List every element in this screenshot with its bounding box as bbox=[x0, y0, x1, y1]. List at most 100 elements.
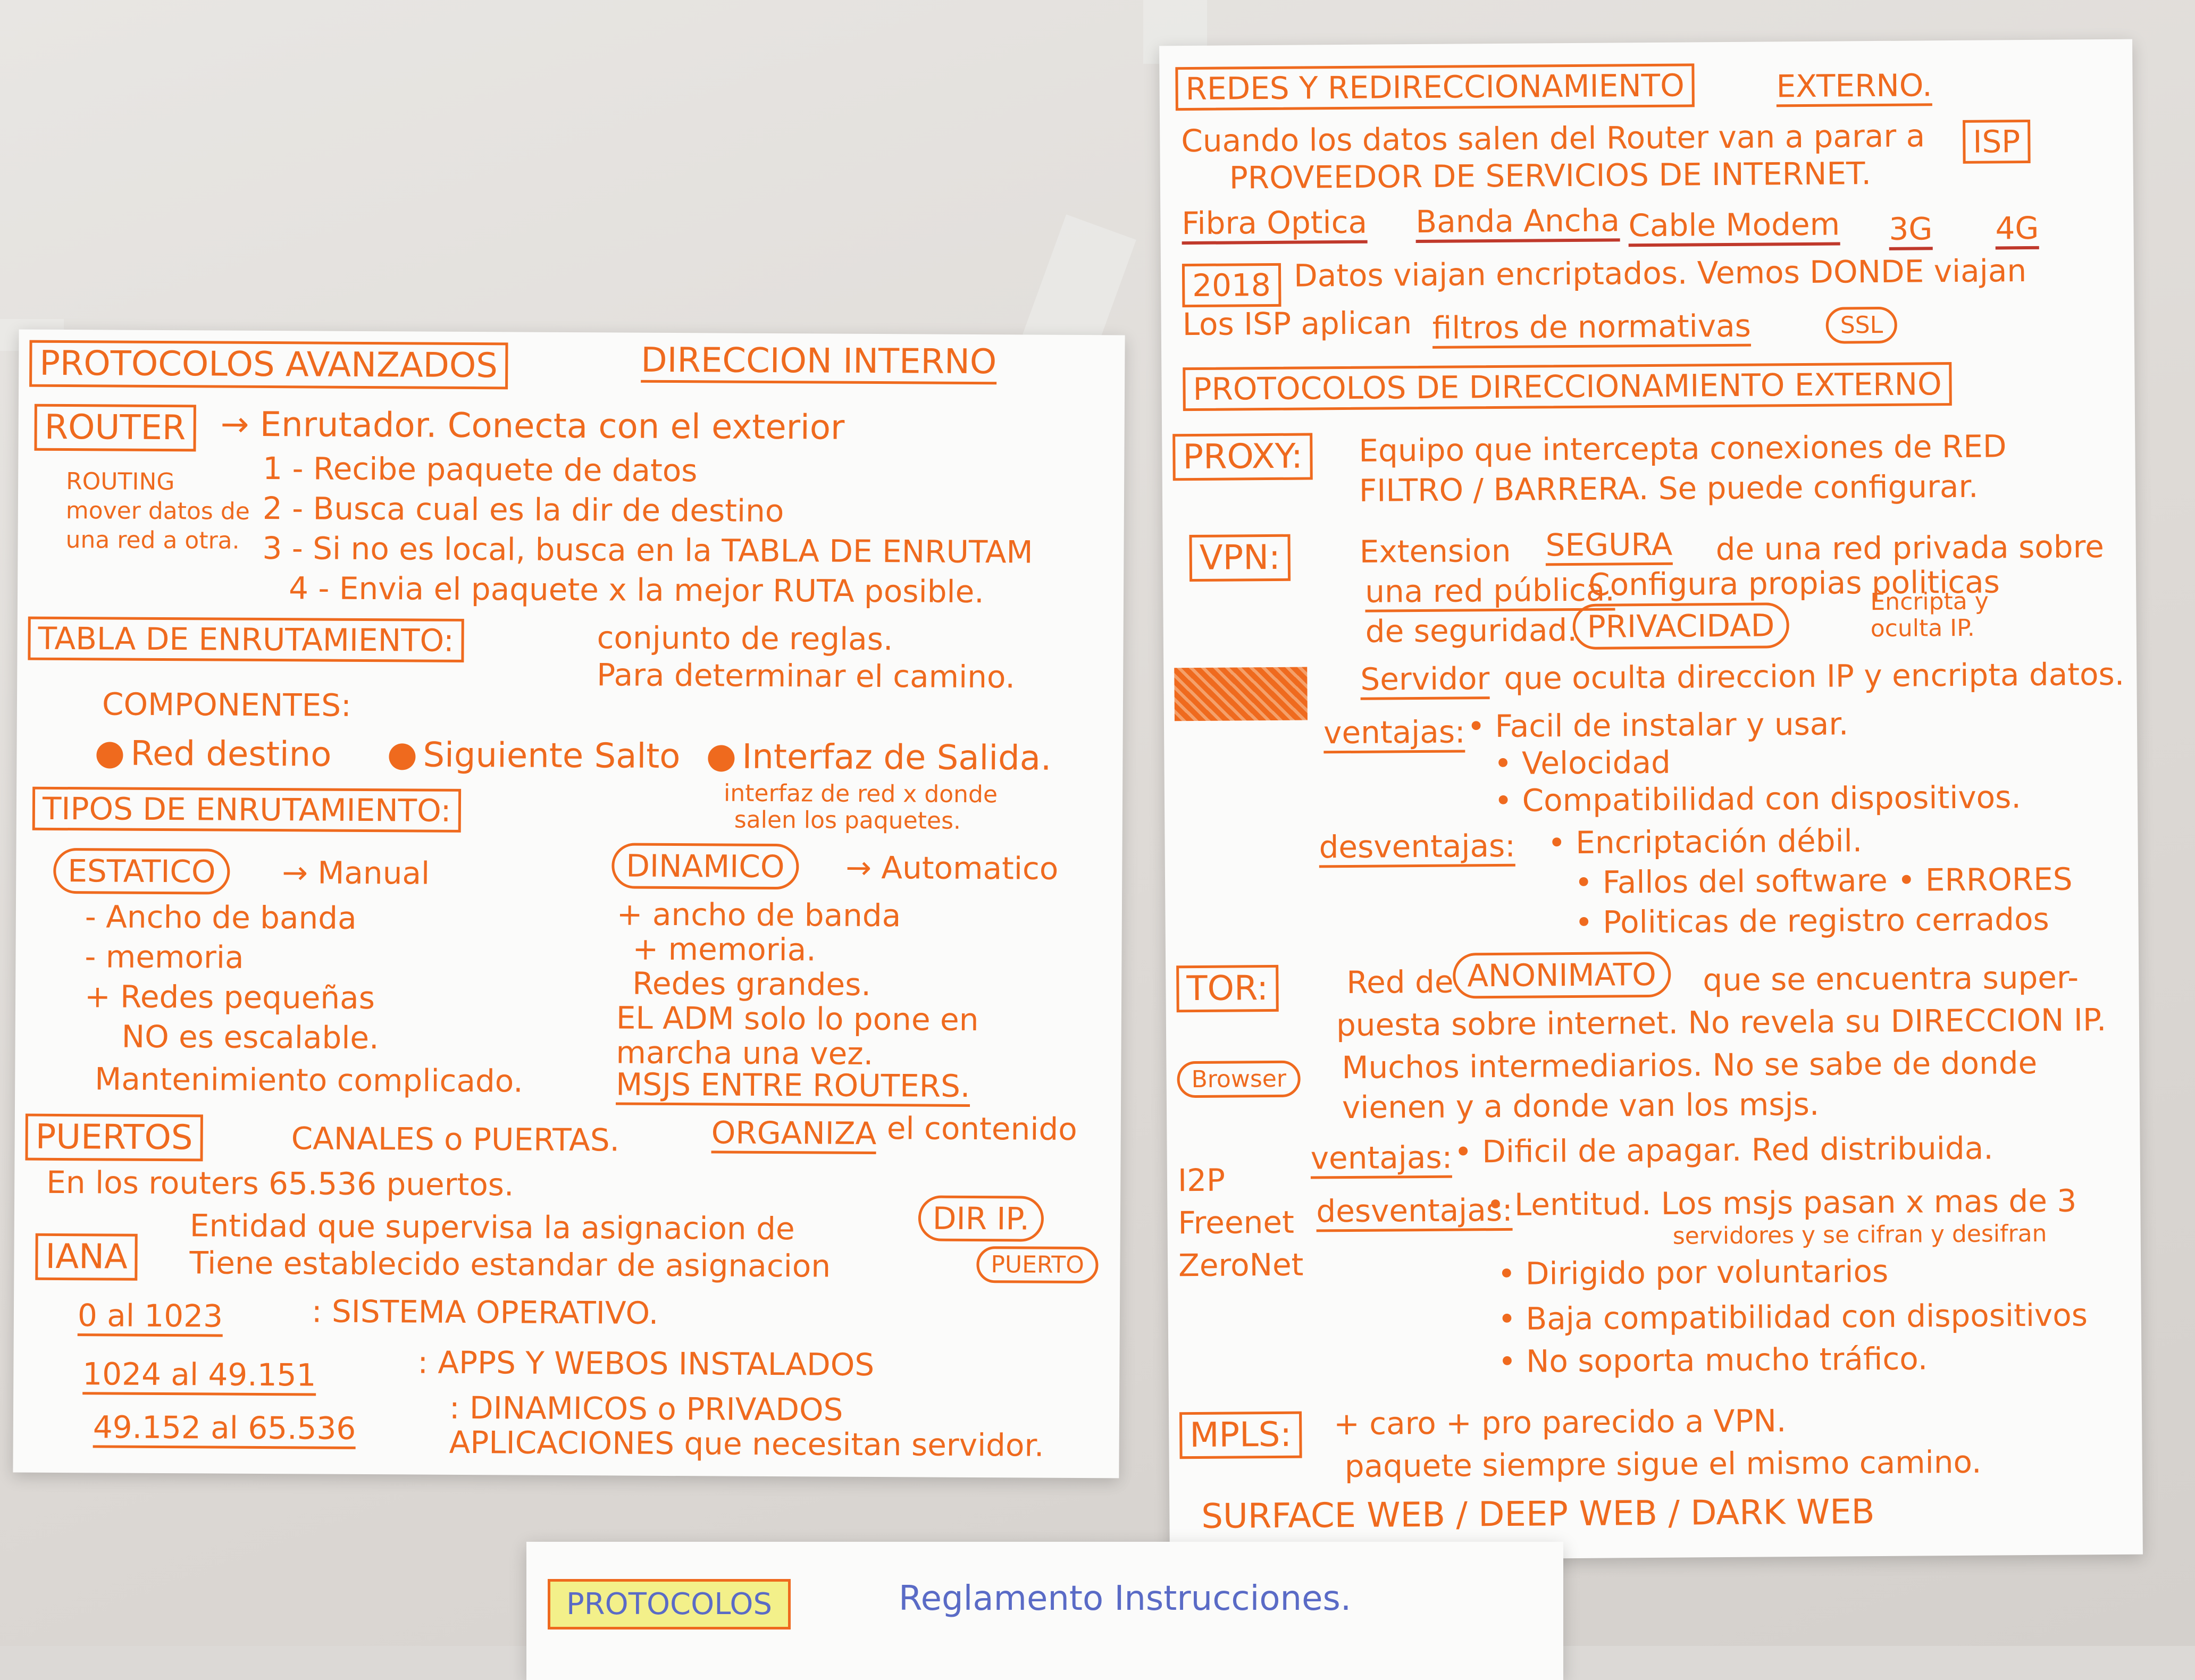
estatico-item: Mantenimiento complicado. bbox=[95, 1061, 523, 1099]
componente-item: Interfaz de Salida. bbox=[708, 737, 1051, 778]
right-line4a: Los ISP aplican bbox=[1182, 305, 1412, 343]
iana-line3: Tiene establecido estandar de asignacion bbox=[189, 1245, 831, 1284]
bullet-dot bbox=[708, 745, 735, 772]
bottom-title: PROTOCOLOS bbox=[548, 1579, 791, 1629]
ranges-extra: APLICACIONES que necesitan servidor. bbox=[449, 1424, 1044, 1464]
vpn-desventaja: • Politicas de registro cerrados bbox=[1574, 901, 2049, 941]
tor-ventaja: • Dificil de apagar. Red distribuida. bbox=[1454, 1130, 1993, 1170]
mpls-line: paquete siempre sigue el mismo camino. bbox=[1344, 1443, 1982, 1485]
tor-desventajas-label: desventajas: bbox=[1316, 1191, 1513, 1232]
puertos-line2: En los routers 65.536 puertos. bbox=[46, 1164, 514, 1203]
vpn-ventaja: • Velocidad bbox=[1494, 744, 1671, 782]
tech-item: Fibra Optica bbox=[1182, 204, 1368, 245]
componente-text: Red destino bbox=[130, 734, 332, 775]
servidor-rest: que oculta direccion IP y encripta datos… bbox=[1504, 656, 2125, 696]
estatico-item: - memoria bbox=[85, 938, 244, 976]
servidor-label: Servidor bbox=[1360, 660, 1490, 700]
vpn-segura: SEGURA bbox=[1545, 526, 1673, 566]
componentes-label: COMPONENTES: bbox=[102, 686, 351, 724]
privacidad-oval: PRIVACIDAD bbox=[1572, 602, 1789, 650]
dinamico-item: EL ADM solo lo pone en bbox=[616, 999, 979, 1038]
proxy-line: FILTRO / BARRERA. Se puede configurar. bbox=[1359, 468, 1979, 509]
tor-desventaja: • Dirigido por voluntarios bbox=[1497, 1253, 1889, 1292]
tipos-label: TIPOS DE ENRUTAMIENTO: bbox=[32, 786, 462, 833]
alt-network: I2P bbox=[1177, 1162, 1226, 1199]
dir-ip-oval: DIR IP. bbox=[918, 1195, 1044, 1242]
range-label: 49.152 al 65.536 bbox=[93, 1409, 356, 1449]
tor-desventaja: • Baja compatibilidad con dispositivos bbox=[1497, 1297, 2088, 1338]
tech-item: 4G bbox=[1995, 209, 2039, 250]
vpn-line1b: de una red privada sobre bbox=[1715, 528, 2105, 568]
vpn-desventaja: • Encriptación débil. bbox=[1547, 822, 1863, 861]
puertos-desc: CANALES o PUERTAS. bbox=[291, 1120, 620, 1158]
dinamico-item: + ancho de banda bbox=[616, 896, 901, 934]
left-subtitle: DIRECCION INTERNO bbox=[641, 340, 997, 385]
proxy-label: PROXY: bbox=[1172, 433, 1313, 481]
mpls-label: MPLS: bbox=[1179, 1411, 1302, 1459]
router-label: ROUTER bbox=[34, 404, 196, 452]
tor-line2: puesta sobre internet. No revela su DIRE… bbox=[1336, 1002, 2107, 1044]
dinamico-label: DINAMICO bbox=[611, 843, 799, 890]
router-step: 4 - Envia el paquete x la mejor RUTA pos… bbox=[288, 570, 984, 610]
vpn-line3: de seguridad. bbox=[1365, 611, 1577, 650]
bullet-dot bbox=[389, 743, 416, 770]
puertos-label: PUERTOS bbox=[25, 1113, 203, 1162]
vpn-desventajas-label: desventajas: bbox=[1319, 827, 1516, 868]
tabla-desc: Para determinar el camino. bbox=[597, 657, 1016, 695]
componente-text: Interfaz de Salida. bbox=[742, 737, 1052, 778]
router-step: 3 - Si no es local, busca en la TABLA DE… bbox=[262, 530, 1033, 570]
tor-ventajas-label: ventajas: bbox=[1310, 1139, 1453, 1179]
range-desc: : DINAMICOS o PRIVADOS bbox=[449, 1389, 843, 1428]
tor-desventaja: • Lentitud. Los msjs pasan x mas de 3 bbox=[1486, 1182, 2077, 1223]
browser-oval: Browser bbox=[1177, 1060, 1301, 1098]
right-notes-sheet: REDES Y REDIRECCIONAMIENTO EXTERNO. Cuan… bbox=[1159, 39, 2143, 1561]
vpn-desventaja: • Fallos del software • ERRORES bbox=[1574, 861, 2073, 901]
anonimato-oval: ANONIMATO bbox=[1452, 951, 1671, 999]
tabla-desc: conjunto de reglas. bbox=[597, 619, 893, 658]
tor-desventaja: • No soporta mucho tráfico. bbox=[1498, 1340, 1928, 1380]
tech-item: Cable Modem bbox=[1628, 206, 1840, 247]
router-step: 2 - Busca cual es la dir de destino bbox=[262, 490, 784, 530]
vpn-ventaja: • Compatibilidad con dispositivos. bbox=[1494, 779, 2022, 819]
vpn-ventaja: • Facil de instalar y usar. bbox=[1467, 705, 1849, 745]
left-title: PROTOCOLOS AVANZADOS bbox=[29, 340, 508, 390]
alt-network: ZeroNet bbox=[1178, 1246, 1304, 1284]
routing-note: ROUTING bbox=[66, 468, 175, 496]
tor-line1b: que se encuentra super- bbox=[1703, 959, 2079, 998]
tech-item: 3G bbox=[1889, 211, 1933, 250]
componente-item: Red destino bbox=[96, 734, 332, 775]
bullet-dot bbox=[96, 742, 123, 769]
vpn-ventajas-label: ventajas: bbox=[1323, 713, 1465, 754]
estatico-item: + Redes pequeñas bbox=[84, 978, 375, 1017]
tor-desventaja: servidores y se cifran y desifran bbox=[1672, 1220, 2047, 1250]
bottom-notes-sheet: PROTOCOLOS Reglamento Instrucciones. bbox=[526, 1542, 1563, 1680]
dinamico-arrow: → Automatico bbox=[845, 849, 1059, 887]
puertos-rest: el contenido bbox=[886, 1110, 1077, 1148]
tor-line1a: Red de bbox=[1346, 963, 1454, 1001]
range-desc: : SISTEMA OPERATIVO. bbox=[311, 1293, 659, 1331]
estatico-arrow: → Manual bbox=[282, 854, 430, 892]
right-line3: Datos viajan encriptados. Vemos DONDE vi… bbox=[1293, 253, 2027, 294]
router-desc: → Enrutador. Conecta con el exterior bbox=[220, 405, 845, 448]
puerto-oval: PUERTO bbox=[976, 1246, 1099, 1284]
iana-line1: Entidad que supervisa la asignacion de bbox=[189, 1207, 795, 1247]
router-step: 1 - Recibe paquete de datos bbox=[263, 450, 698, 489]
dinamico-item: MSJS ENTRE ROUTERS. bbox=[616, 1066, 970, 1107]
vpn-label: VPN: bbox=[1189, 534, 1291, 582]
estatico-label: ESTATICO bbox=[53, 847, 230, 895]
interfaz-note: salen los paquetes. bbox=[734, 806, 961, 835]
tech-item: Banda Ancha bbox=[1415, 202, 1620, 243]
year-box: 2018 bbox=[1182, 263, 1281, 308]
encripta-note: Encripta y bbox=[1870, 587, 1989, 616]
dinamico-item: + memoria. bbox=[632, 930, 816, 968]
scribble-mark bbox=[1174, 667, 1308, 721]
puertos-organiza: ORGANIZA bbox=[711, 1114, 877, 1155]
right-line4b: filtros de normativas bbox=[1432, 307, 1752, 349]
mpls-line: + caro + pro parecido a VPN. bbox=[1333, 1402, 1787, 1442]
range-label: 1024 al 49.151 bbox=[82, 1356, 316, 1396]
tor-label: TOR: bbox=[1176, 964, 1279, 1013]
left-notes-sheet: PROTOCOLOS AVANZADOS DIRECCION INTERNO R… bbox=[13, 329, 1125, 1479]
estatico-item: NO es escalable. bbox=[121, 1018, 379, 1056]
vpn-line1a: Extension bbox=[1359, 532, 1511, 570]
range-desc: : APPS Y WEBOS INSTALADOS bbox=[417, 1344, 875, 1383]
